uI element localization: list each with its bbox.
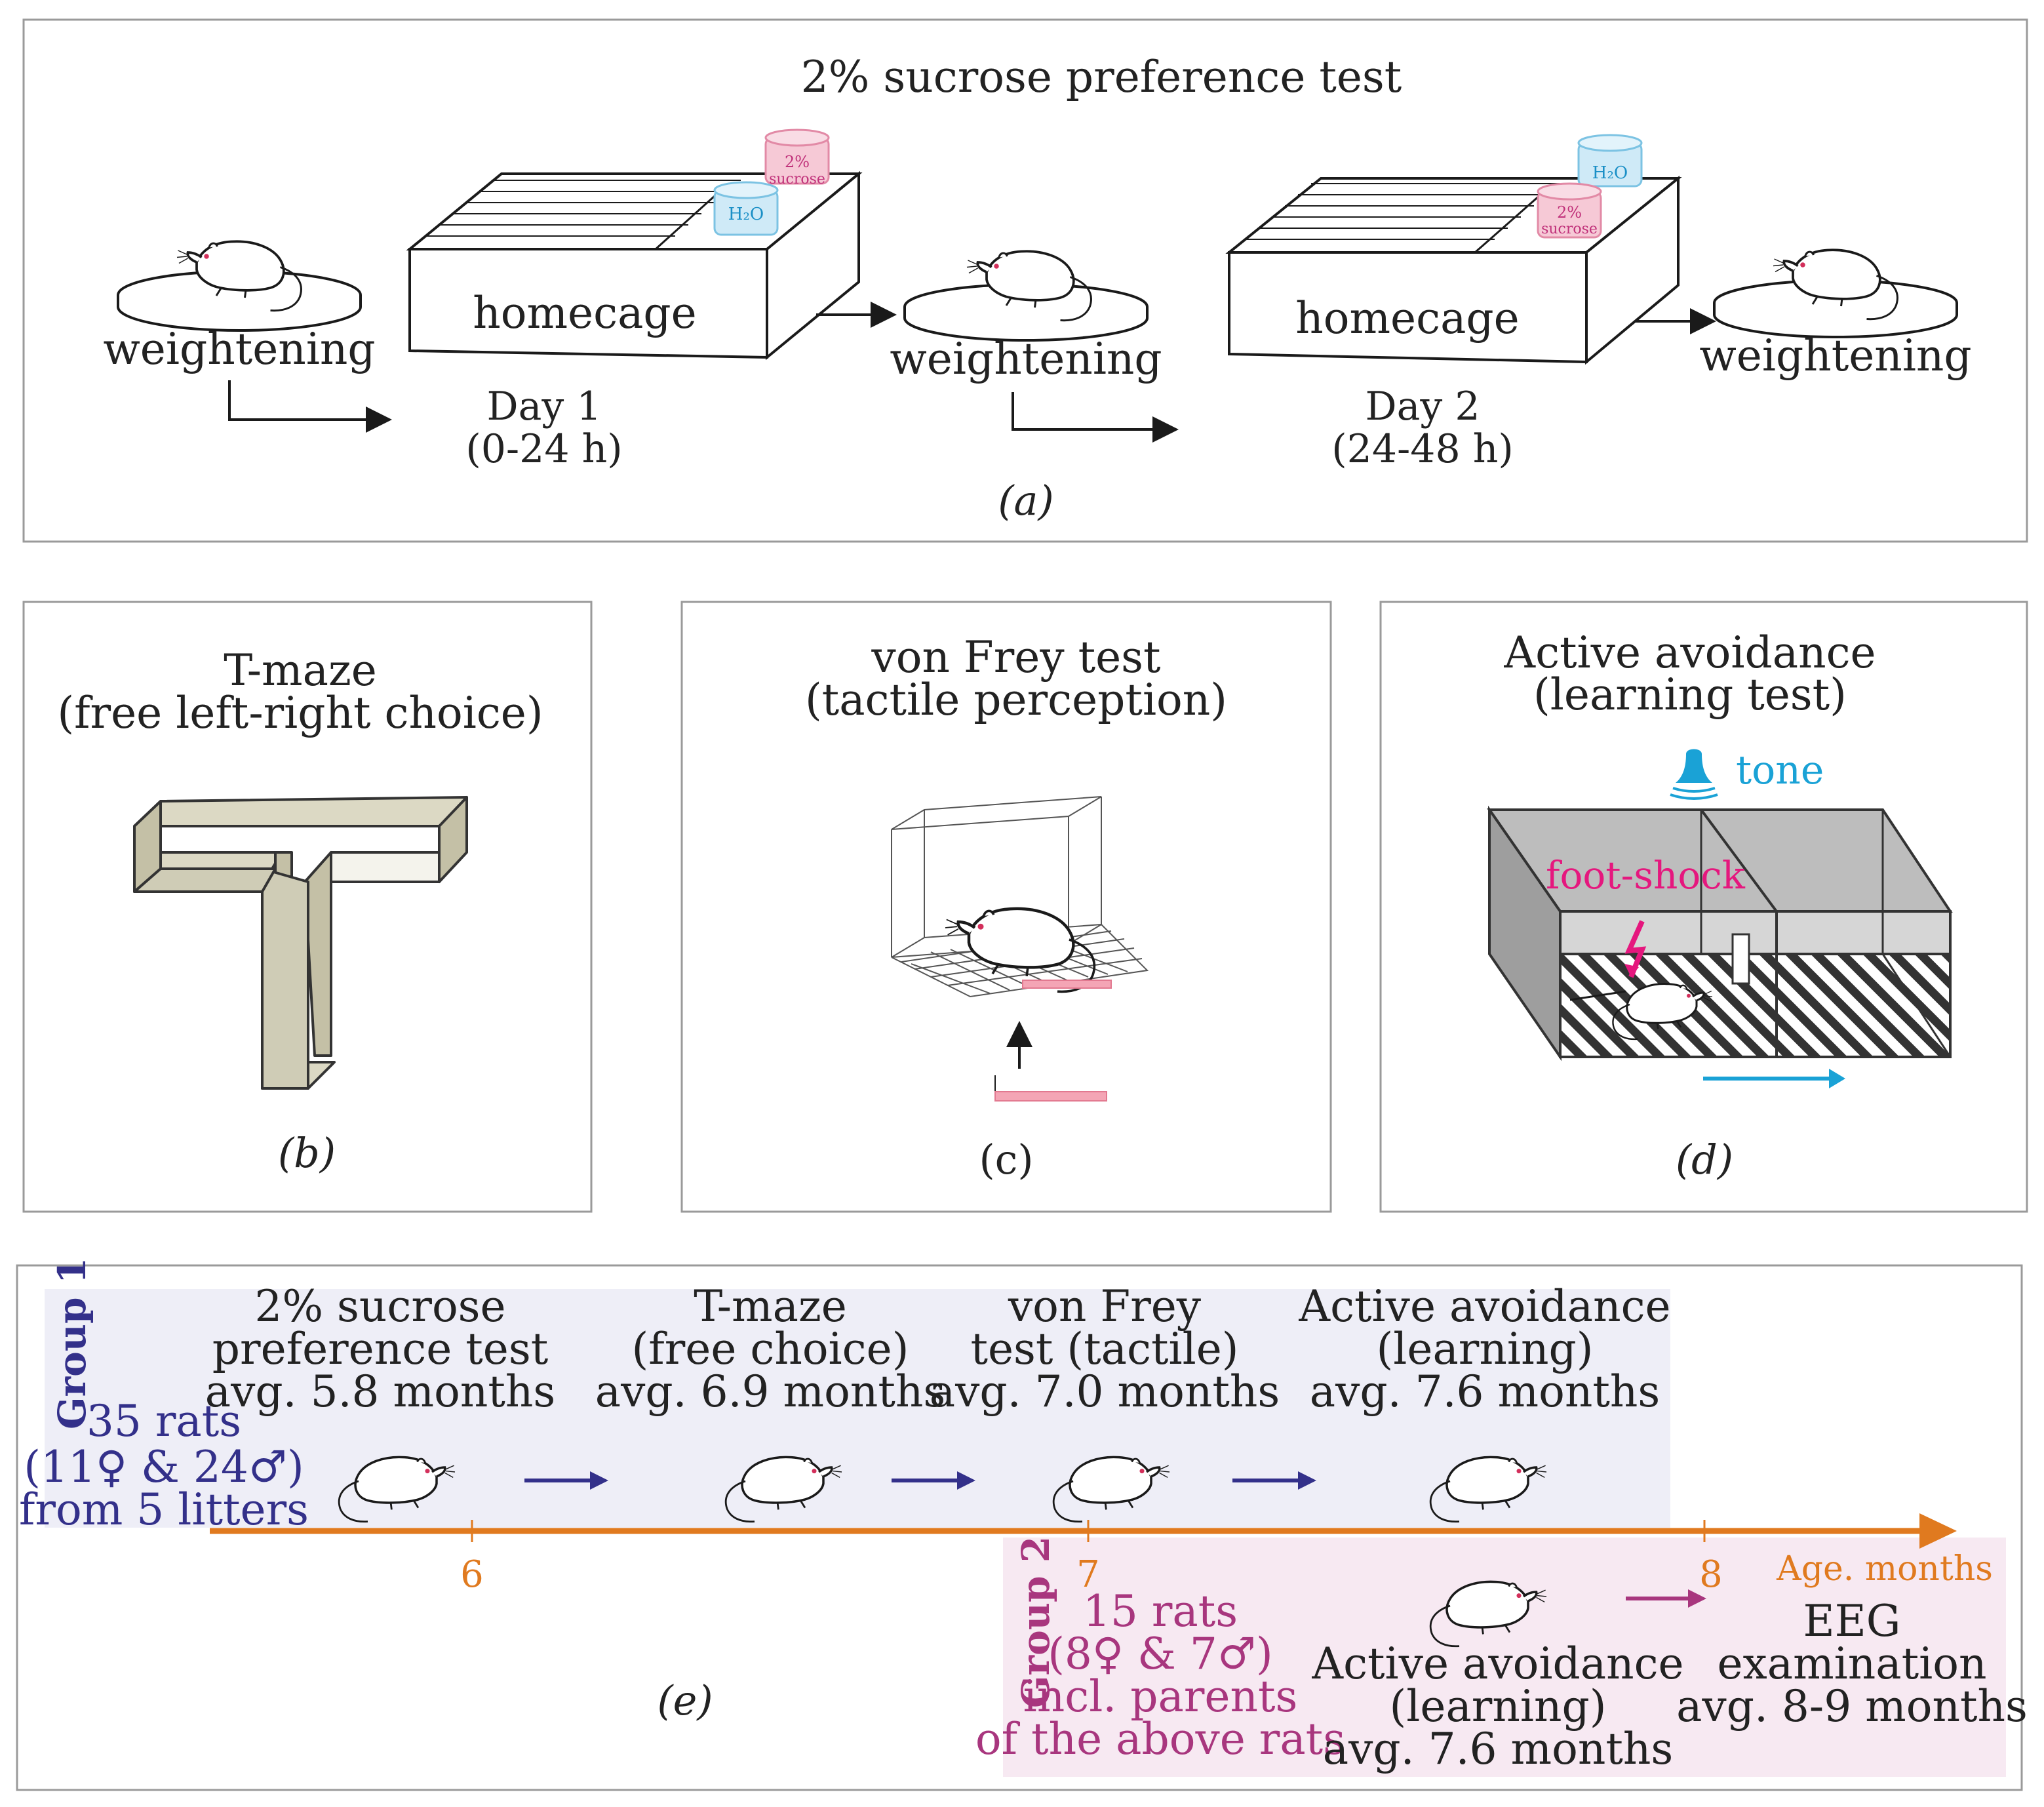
bottle-sucrose-icon: 2% sucrose [764, 129, 830, 188]
weighing-label-1: weightening [103, 324, 375, 374]
panel-d: Active avoidance (learning test) tone fo… [1379, 601, 2028, 1213]
group2-arrow [1626, 1589, 1706, 1608]
svg-text:sucrose: sucrose [769, 171, 825, 188]
svg-text:H₂O: H₂O [728, 205, 764, 224]
test-line: von Frey [1008, 1281, 1202, 1332]
test-line: avg. 6.9 months [595, 1366, 946, 1417]
day2-label: Day 2 [1365, 384, 1480, 429]
panel-b-title-2: (free left-right choice) [57, 688, 543, 738]
bottle-water-icon: H₂O [713, 181, 779, 236]
test-line: (free choice) [632, 1324, 909, 1374]
panel-c-title-1: von Frey test [871, 632, 1160, 683]
t-maze-icon [133, 796, 468, 1090]
homecage-1: 2% sucrose H₂O [406, 129, 863, 361]
day1-range: (0-24 h) [465, 426, 622, 472]
bottle-sucrose-icon: 2% sucrose [1537, 182, 1602, 239]
homecage-label-2: homecage [1295, 293, 1520, 344]
panel-d-title-1: Active avoidance [1503, 627, 1876, 678]
eeg-line-1: EEG [1803, 1596, 1900, 1646]
test-line: avg. 7.0 months [930, 1366, 1280, 1417]
panel-c: von Frey test (tactile perception) (c) [680, 601, 1332, 1213]
panel-c-frame [680, 601, 1332, 1213]
axis-tick: 8 [1699, 1553, 1723, 1596]
test-line: 2% sucrose [254, 1281, 505, 1332]
panel-a: 2% sucrose preference test weightening 2… [22, 18, 2028, 543]
group1-test-2: T-maze (free choice) avg. 6.9 months [595, 1281, 946, 1417]
group2-label: Group 2 [1013, 1536, 1058, 1708]
test-line: test (tactile) [970, 1324, 1238, 1374]
panel-d-title-2: (learning test) [1533, 669, 1847, 720]
scale-3 [1713, 248, 1958, 338]
group1-test-3: von Frey test (tactile) avg. 7.0 months [930, 1281, 1280, 1417]
weighing-label-3: weightening [1699, 330, 1971, 381]
arrow-to-day2 [1012, 392, 1179, 443]
group1-test-4: Active avoidance (learning) avg. 7.6 mon… [1298, 1281, 1670, 1417]
filament-icon [1022, 980, 1112, 989]
arrow-to-day1 [228, 380, 392, 433]
scale-1 [117, 240, 362, 332]
weighing-label-2: weightening [890, 334, 1162, 384]
panel-e: Group 1 35 rats (11♀ & 24♂) from 5 litte… [16, 1258, 2028, 1791]
group1-test-1: 2% sucrose preference test avg. 5.8 mont… [205, 1281, 556, 1417]
group2-band [1003, 1538, 2006, 1777]
group2-info-3: incl. parents [1023, 1671, 1298, 1722]
age-axis: 6 7 8 Age. months [210, 1513, 1993, 1596]
homecage-label-1: homecage [473, 288, 697, 338]
shuttle-box-icon [1487, 805, 1953, 1062]
group1-info-1: 35 rats [87, 1396, 241, 1446]
group1-info-2: (11♀ & 24♂) [24, 1442, 304, 1492]
day2-range: (24-48 h) [1331, 426, 1514, 472]
group2-info-1: 15 rats [1083, 1586, 1238, 1637]
group2-info-2: (8♀ & 7♂) [1048, 1629, 1273, 1679]
group1-band [45, 1289, 1670, 1528]
eeg-line-2: examination [1717, 1638, 1986, 1689]
panel-c-caption: (c) [979, 1136, 1033, 1183]
test-line: avg. 7.6 months [1310, 1366, 1661, 1417]
day1-label: Day 1 [486, 384, 601, 429]
panel-a-caption: (a) [998, 477, 1053, 525]
test-line: preference test [212, 1324, 548, 1374]
svg-text:sucrose: sucrose [1541, 221, 1598, 237]
test-line: Active avoidance [1298, 1281, 1670, 1332]
bottle-water-icon: H₂O [1577, 134, 1643, 188]
homecage-2: H₂O 2% sucrose [1225, 134, 1682, 365]
panel-a-title: 2% sucrose preference test [801, 52, 1402, 102]
von-frey-filament-icon [994, 1075, 1107, 1102]
svg-text:2%: 2% [785, 153, 810, 171]
group2-info-4: of the above rats [975, 1714, 1345, 1764]
test-line: avg. 5.8 months [205, 1366, 556, 1417]
group1-arrows [524, 1471, 1316, 1490]
svg-text:2%: 2% [1557, 203, 1582, 222]
group1-info-3: from 5 litters [19, 1484, 309, 1535]
panel-d-caption: (d) [1676, 1136, 1733, 1183]
axis-tick: 7 [1076, 1553, 1100, 1596]
group2-test-1: Active avoidance [1311, 1638, 1683, 1689]
group2-test-3: avg. 7.6 months [1323, 1724, 1674, 1774]
svg-text:H₂O: H₂O [1592, 163, 1628, 183]
panel-b-title-1: T-maze [224, 645, 377, 696]
axis-label: Age. months [1776, 1549, 1993, 1589]
test-line: (learning) [1377, 1324, 1594, 1374]
eeg-line-3: avg. 8-9 months [1676, 1681, 2028, 1732]
tone-label: tone [1736, 747, 1824, 793]
bell-icon [1670, 749, 1718, 800]
axis-tick: 6 [460, 1553, 484, 1596]
test-line: T-maze [694, 1281, 847, 1332]
panel-b: T-maze (free left-right choice) (b) [22, 601, 593, 1213]
lightning-icon [1624, 920, 1647, 978]
scale-2 [903, 250, 1149, 342]
group1-label: Group 1 [50, 1258, 94, 1429]
panel-e-caption: (e) [657, 1677, 713, 1724]
panel-c-title-2: (tactile perception) [805, 675, 1227, 725]
foot-shock-label: foot-shock [1546, 853, 1746, 898]
group2-test-2: (learning) [1390, 1681, 1607, 1732]
panel-b-caption: (b) [278, 1129, 336, 1177]
